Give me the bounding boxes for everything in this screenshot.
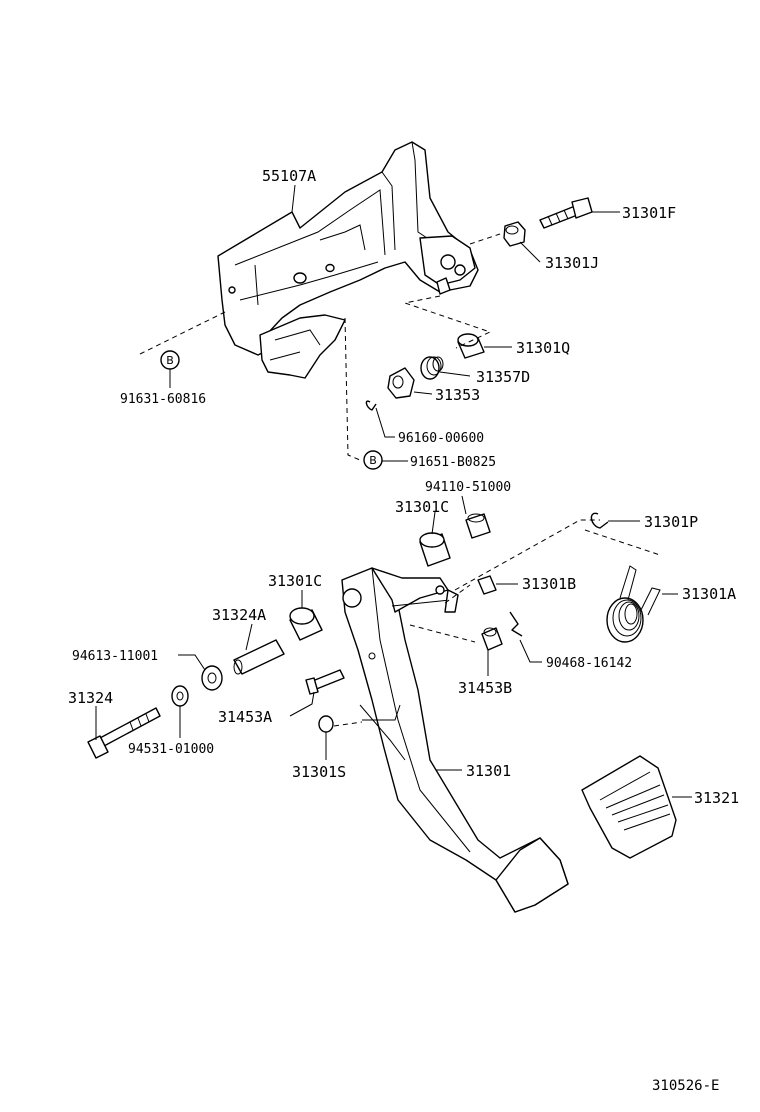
dashed-line-8 xyxy=(333,721,363,727)
label-90468-16142: 90468-16142 xyxy=(546,656,632,671)
label-31301P: 31301P xyxy=(644,513,698,531)
reference-code: 310526-E xyxy=(652,1078,719,1094)
label-31353: 31353 xyxy=(435,386,480,404)
washer-94613-drawing xyxy=(201,665,223,691)
part-31301S-drawing xyxy=(318,715,334,733)
bush-31301C-upper-drawing xyxy=(419,532,451,567)
callout-b-letter-lower: B xyxy=(369,454,377,467)
callout-b-upper: B xyxy=(160,350,180,370)
dashed-line-5 xyxy=(454,519,600,591)
callout-b-letter-upper: B xyxy=(166,354,174,367)
label-94531-01000: 94531-01000 xyxy=(128,742,214,757)
label-31301C-upper: 31301C xyxy=(395,498,449,516)
dashed-line-1 xyxy=(139,311,226,355)
dashed-line-7 xyxy=(409,624,476,643)
label-91651-B0825: 91651-B0825 xyxy=(410,455,496,470)
label-91631-60816: 91631-60816 xyxy=(120,392,206,407)
label-31301J: 31301J xyxy=(545,254,599,272)
spring-31357D-drawing xyxy=(420,356,444,380)
bolt-31301F-drawing xyxy=(539,197,593,229)
label-31357D: 31357D xyxy=(476,368,530,386)
label-55107A: 55107A xyxy=(262,167,316,185)
clutch-pedal-drawing xyxy=(341,567,569,913)
pedal-pad-31321-drawing xyxy=(581,755,677,859)
label-31301A: 31301A xyxy=(682,585,736,603)
dashed-line-6 xyxy=(584,529,661,556)
part-31453A-drawing xyxy=(305,669,345,695)
label-31301B: 31301B xyxy=(522,575,576,593)
label-31301: 31301 xyxy=(466,762,511,780)
label-96160-00600: 96160-00600 xyxy=(398,431,484,446)
dashed-line-4 xyxy=(403,295,492,349)
label-31453A: 31453A xyxy=(218,708,272,726)
return-spring-31301A-drawing xyxy=(606,565,661,643)
label-31301C-lower: 31301C xyxy=(268,572,322,590)
pin-31324A-drawing xyxy=(233,639,285,675)
label-31301Q: 31301Q xyxy=(516,339,570,357)
bush-31301Q-drawing xyxy=(457,333,485,359)
dashed-line-3 xyxy=(469,233,501,245)
pedal-bracket-drawing xyxy=(217,141,479,379)
clip-96160-drawing xyxy=(365,400,377,411)
bush-94110-drawing xyxy=(465,513,491,539)
label-31301S: 31301S xyxy=(292,763,346,781)
cotter-pin-90468-drawing xyxy=(509,611,523,637)
label-31321: 31321 xyxy=(694,789,739,807)
label-94613-11001: 94613-11001 xyxy=(72,649,158,664)
nut-31301J-drawing xyxy=(503,221,526,247)
label-31324: 31324 xyxy=(68,689,113,707)
label-31301F: 31301F xyxy=(622,204,676,222)
part-31353-drawing xyxy=(387,367,415,399)
bolt-31324-drawing xyxy=(87,707,161,759)
callout-b-lower: B xyxy=(363,450,383,470)
dashed-line-2 xyxy=(344,317,361,461)
label-31324A: 31324A xyxy=(212,606,266,624)
bush-31301C-lower-drawing xyxy=(289,607,323,641)
part-31301B-drawing xyxy=(477,575,497,595)
clip-31301P-drawing xyxy=(590,512,609,529)
washer-94531-drawing xyxy=(171,685,189,707)
label-94110-51000: 94110-51000 xyxy=(425,480,511,495)
label-31453B: 31453B xyxy=(458,679,512,697)
part-31453B-drawing xyxy=(481,627,503,651)
leader-lines xyxy=(95,184,692,798)
